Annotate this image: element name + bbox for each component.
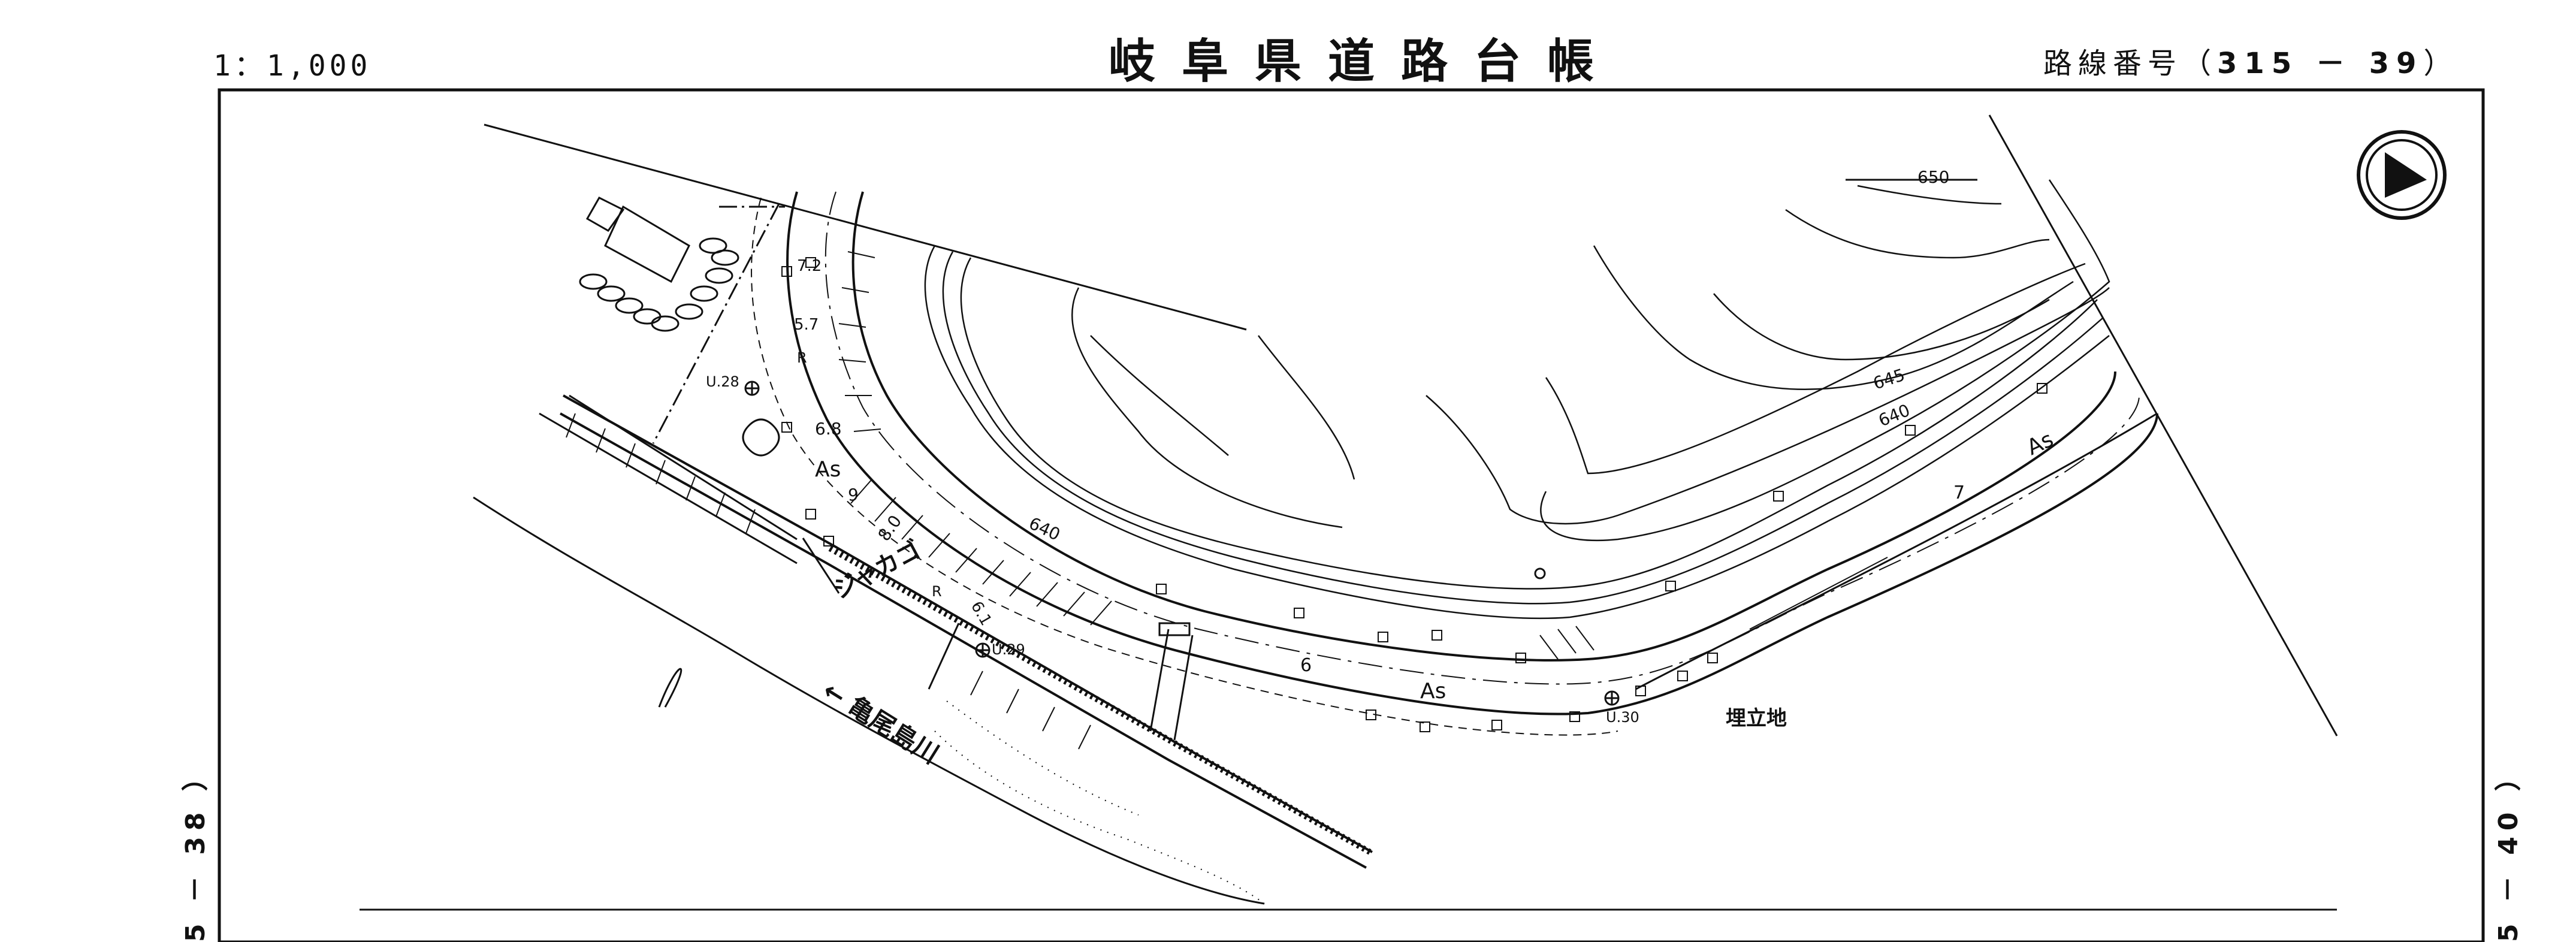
route-paren-close: ）: [2423, 47, 2459, 80]
page-title: 岐阜県道路台帳: [1109, 35, 1621, 89]
survey-label-u30: U.30: [1606, 709, 1639, 726]
width-label-5-7: 5.7: [794, 316, 819, 334]
map-scale: 1：1,000: [213, 49, 372, 83]
route-label: 路線番号: [2043, 47, 2183, 80]
north-arrow-icon: [2357, 130, 2447, 220]
contour-label-640-left: 640: [1026, 513, 1063, 544]
width-label-9: 9: [848, 485, 859, 505]
manhole-icon: [1534, 567, 1546, 579]
route-number: 315 － 39: [2217, 47, 2424, 80]
route-number-label: 路線番号（315 － 39）: [2043, 40, 2458, 81]
survey-label-u28: U.28: [706, 373, 739, 390]
survey-marker-u30: [1604, 690, 1620, 706]
jakago-gabion: [828, 545, 1374, 856]
contour-label-645: 645: [1871, 365, 1907, 394]
stone-wall: [579, 237, 739, 332]
survey-marker-u28: [744, 381, 760, 396]
jakago-label: ジャカゴ: [829, 536, 925, 605]
radius-label-1: R: [797, 349, 807, 366]
contour-lines: [924, 179, 2110, 620]
building-outline: [585, 197, 690, 283]
pavement-label-as-1: As: [815, 457, 841, 482]
main-road: [751, 191, 2158, 736]
river-bank-line: [473, 496, 1265, 905]
tree-symbol: [742, 418, 780, 457]
river-label: ← 亀尾島川: [818, 675, 944, 769]
map-frame: [218, 88, 2485, 942]
embankment-hatching: [566, 251, 1594, 750]
route-paren-open: （: [2182, 47, 2218, 80]
property-line: [484, 123, 1247, 331]
width-label-7: 7: [1953, 482, 1965, 503]
boundary-markers: [781, 257, 2047, 732]
gravel-area: [934, 730, 1265, 904]
survey-marker-u29: [975, 642, 990, 658]
pavement-label-as-2: As: [1420, 679, 1446, 704]
pavement-label-as-3: As: [2023, 427, 2057, 460]
width-label-6-8: 6.8: [815, 419, 842, 439]
survey-label-u29: U.29: [992, 641, 1025, 658]
landfill-label: 埋立地: [1726, 707, 1787, 730]
width-label-7-2: 7.2: [797, 257, 822, 275]
sheet-boundary-line: [1988, 114, 2338, 736]
radius-label-2: R: [932, 583, 942, 600]
contour-label-650: 650: [1917, 167, 1949, 187]
culvert-structure: [1149, 622, 1194, 741]
width-label-6: 6: [1300, 655, 1312, 676]
